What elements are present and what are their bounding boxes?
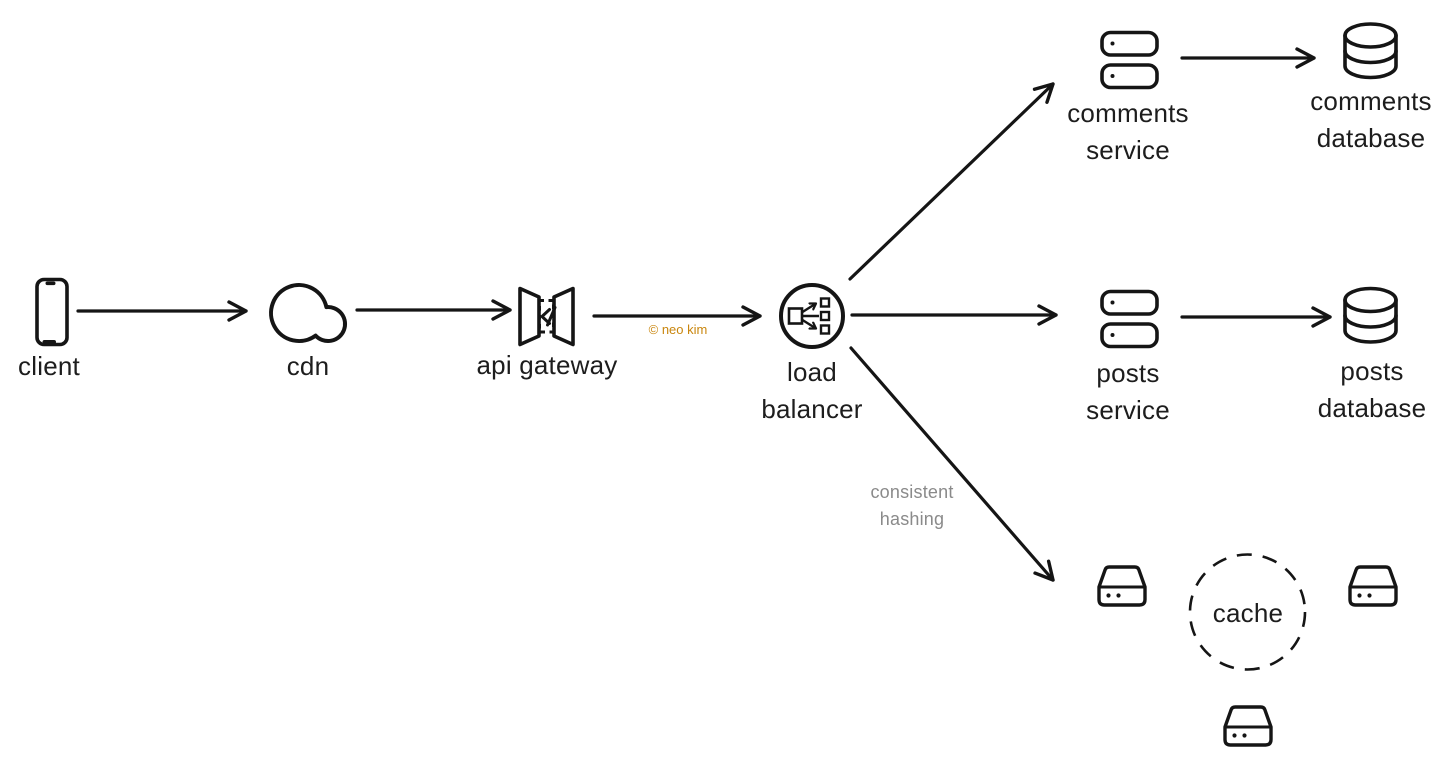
cache-label: cache: [1212, 598, 1284, 628]
api-gateway-label: api gateway: [476, 350, 618, 380]
client-label: client: [18, 351, 80, 381]
comments-service-label: comments service: [1067, 95, 1189, 169]
posts-database-label: posts database: [1318, 353, 1427, 427]
consistent-hashing-annotation: consistent hashing: [870, 479, 953, 533]
posts-service-label-line2: service: [1086, 395, 1170, 425]
smartphone-icon: [35, 277, 69, 347]
server-stack-icon: [1100, 30, 1159, 90]
comments-service-label-line1: comments: [1067, 98, 1189, 128]
load-balancer-icon: [779, 283, 845, 349]
comments-database-label-line2: database: [1316, 123, 1426, 153]
cloud-icon: [269, 283, 348, 344]
consistent-hashing-line2: hashing: [879, 509, 945, 529]
database-cylinder-icon: [1343, 286, 1398, 344]
consistent-hashing-line1: consistent: [870, 482, 954, 502]
posts-service-label-line1: posts: [1096, 358, 1160, 388]
cache-node-icon: [1097, 565, 1147, 607]
cache-node-icon: [1348, 565, 1398, 607]
cache-node-icon: [1223, 705, 1273, 747]
edge-load-balancer-to-comments-service: [848, 82, 1055, 281]
load-balancer-label-line1: load: [787, 357, 837, 387]
database-cylinder-icon: [1343, 22, 1398, 80]
code-slash-glyph: [546, 306, 557, 327]
watermark: © neo kim: [648, 322, 708, 337]
load-balancer-label: load balancer: [761, 354, 862, 428]
cache-ring-dashed-circle: [1188, 553, 1307, 671]
posts-database-label-line1: posts: [1340, 356, 1404, 386]
posts-database-label-line2: database: [1317, 393, 1427, 423]
server-stack-icon: [1100, 289, 1159, 349]
load-balancer-label-line2: balancer: [761, 394, 863, 424]
code-chevron-glyph: [540, 308, 551, 325]
comments-database-label-line1: comments: [1310, 86, 1432, 116]
comments-service-label-line2: service: [1086, 135, 1170, 165]
posts-service-label: posts service: [1086, 355, 1170, 429]
comments-database-label: comments database: [1310, 83, 1432, 157]
cdn-label: cdn: [286, 351, 330, 381]
api-gateway-icon: [518, 286, 575, 347]
edge-load-balancer-to-cache: [849, 346, 1055, 582]
